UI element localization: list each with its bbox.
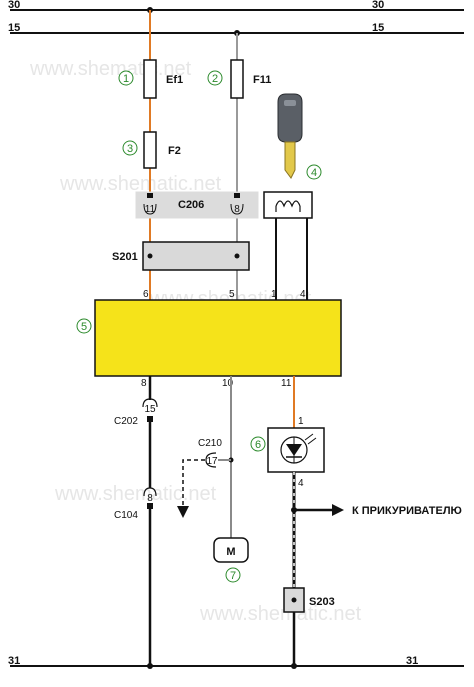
connector-c104-socket <box>143 487 157 497</box>
rail-30-label-left: 30 <box>8 0 20 11</box>
lamp-diode-icon <box>280 433 317 464</box>
module-pin-5: 5 <box>229 289 235 300</box>
rail-31-label-left: 31 <box>8 655 20 667</box>
module-pin-11: 11 <box>281 378 292 389</box>
motor-symbol: M <box>226 546 235 558</box>
watermark-2: www.shematic.net <box>59 173 222 195</box>
callout-1-text: 1 <box>123 73 129 85</box>
connector-c206-socket-b <box>230 203 244 215</box>
splice-s201 <box>142 241 250 271</box>
connector-c206-pin-b <box>234 193 240 198</box>
coil-symbol <box>275 200 301 208</box>
c202-pin-label: 15 <box>144 404 156 415</box>
module-pin-6: 6 <box>143 289 149 300</box>
callout-4-text: 4 <box>311 167 317 179</box>
connector-c104-pin <box>147 503 153 509</box>
fuse-ef1-label: Ef1 <box>166 74 183 86</box>
rail-15-label-left: 15 <box>8 22 20 34</box>
lighter-label: К ПРИКУРИВАТЕЛЮ <box>352 505 462 517</box>
connector-c202-pin <box>147 416 153 422</box>
c206-pin-a-label: 11 <box>145 204 156 215</box>
c104-pin-label: 8 <box>147 493 153 504</box>
module-pin-4: 4 <box>300 289 306 300</box>
lamp-pin-top: 1 <box>298 416 304 427</box>
c210-pin-label: 17 <box>206 456 218 467</box>
connector-c202-socket <box>142 398 158 408</box>
arrow-right-icon <box>332 504 344 516</box>
junction-dot <box>291 597 297 603</box>
rail-31-label-right: 31 <box>406 655 418 667</box>
callout-3: 3 <box>122 140 138 156</box>
fuse-f11 <box>230 59 244 99</box>
splice-s203-label: S203 <box>309 596 335 608</box>
ignition-switch <box>263 191 313 219</box>
watermark-4: www.shematic.net <box>54 483 217 505</box>
fuse-f2-label: F2 <box>168 145 181 157</box>
connector-c210-label: C210 <box>198 438 222 449</box>
module-pin-10: 10 <box>222 378 234 389</box>
callout-4: 4 <box>306 164 322 180</box>
callout-7-text: 7 <box>230 570 236 582</box>
splice-s201-label: S201 <box>112 251 138 263</box>
control-module <box>94 299 342 377</box>
callout-5-text: 5 <box>81 321 87 333</box>
module-pin-8: 8 <box>141 378 147 389</box>
connector-c202-label: C202 <box>114 416 138 427</box>
callout-6-text: 6 <box>255 439 261 451</box>
junction-dot <box>234 253 240 259</box>
ignition-key-icon <box>277 93 303 179</box>
rail-15-label-right: 15 <box>372 22 384 34</box>
fuse-f2 <box>143 131 157 169</box>
rail-30-label-right: 30 <box>372 0 384 11</box>
connector-c104-label: C104 <box>114 510 138 521</box>
callout-7: 7 <box>225 567 241 583</box>
callout-3-text: 3 <box>127 143 133 155</box>
module-pin-1: 1 <box>271 289 277 300</box>
callout-6: 6 <box>250 436 266 452</box>
callout-5: 5 <box>76 318 92 334</box>
connector-c206-socket-a <box>143 203 157 215</box>
motor-icon: M <box>213 537 249 563</box>
ground-arrow-icon <box>177 506 189 518</box>
connector-c210-socket <box>205 452 217 468</box>
callout-2: 2 <box>207 70 223 86</box>
c206-pin-b-label: 8 <box>234 204 240 215</box>
junction-dot <box>147 253 153 259</box>
connector-c206-label: C206 <box>178 199 204 211</box>
fuse-ef1 <box>143 59 157 99</box>
connector-c206-pin-a <box>147 193 153 198</box>
watermark-5: www.shematic.net <box>199 603 362 625</box>
fuse-f11-label: F11 <box>253 74 271 86</box>
callout-2-text: 2 <box>212 73 218 85</box>
lamp-pin-bottom: 4 <box>298 478 304 489</box>
dashed-lead <box>182 459 205 506</box>
callout-1: 1 <box>118 70 134 86</box>
